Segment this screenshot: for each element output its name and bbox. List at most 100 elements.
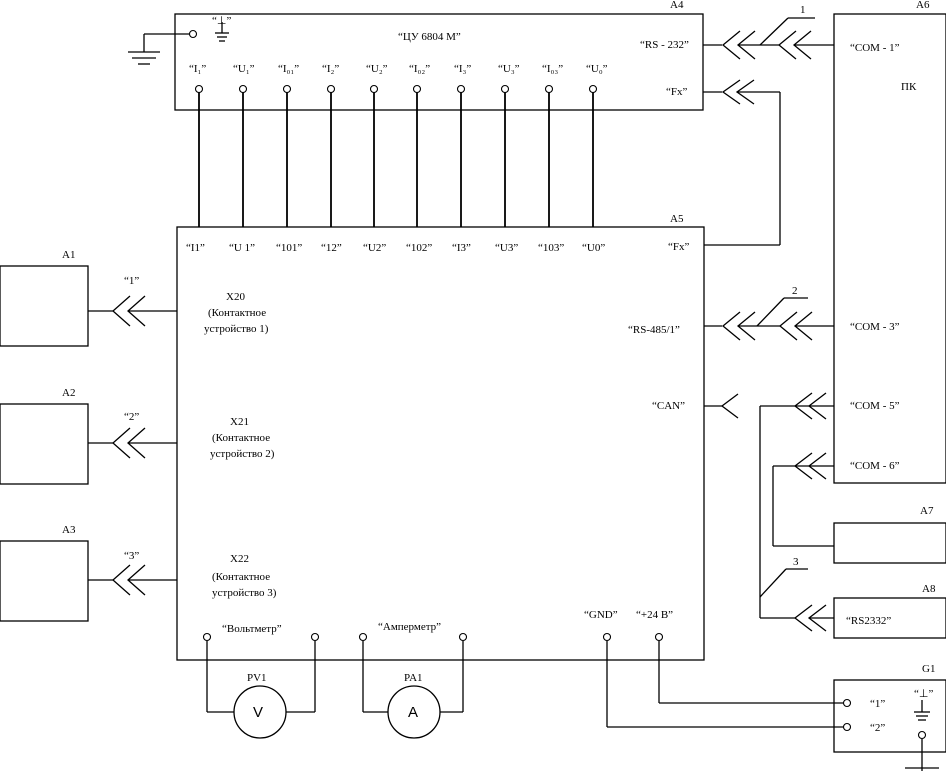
- a5-gnd-label: “GND”: [584, 609, 618, 621]
- block-a5: A5 “Fx” “RS-485/1” “CAN” “GND” “+24 В” “…: [176, 213, 705, 661]
- block-a1-designator: A1: [62, 249, 75, 261]
- a4-channel-label: “I₁”: [189, 63, 206, 75]
- x20-connector-label: X20: [226, 291, 245, 303]
- a4-ground-terminal: [188, 29, 198, 39]
- block-a8-label: “RS2332”: [846, 615, 891, 627]
- x21-connector-label: устройство 2): [210, 448, 275, 460]
- pa1-designator: PA1: [404, 672, 423, 684]
- ammeter-symbol: [387, 685, 441, 739]
- x20-connector-label: устройство 1): [204, 323, 269, 335]
- ammeter-pa1: A PA1: [362, 641, 464, 739]
- block-a4-frame: [174, 13, 704, 111]
- a5-channel-label: “U2”: [363, 242, 386, 254]
- g1-ground-label: “⊥”: [914, 688, 933, 700]
- a6-com3-label: “COM - 3”: [850, 321, 900, 333]
- a5-rs485-port-label: “RS-485/1”: [628, 324, 680, 336]
- block-a5-designator: A5: [670, 213, 684, 225]
- block-a8-frame: [833, 597, 946, 639]
- a5-channel-label: “I1”: [186, 242, 205, 254]
- a5-channel-label: “12”: [321, 242, 342, 254]
- block-a4-designator: A4: [670, 0, 684, 11]
- block-a6: А6 ПК “COM - 1” “COM - 3” “COM - 5” “COM…: [833, 0, 946, 484]
- a1-port-label: “1”: [124, 275, 139, 287]
- a4-ground-symbol: [215, 22, 229, 42]
- fx-link: [703, 79, 781, 246]
- cable-1-rs232: 1: [703, 4, 834, 60]
- com6-link: [772, 452, 834, 547]
- cable-3-label: 3: [793, 556, 799, 568]
- g1-terminal-1: [842, 698, 852, 708]
- block-a7-designator: A7: [920, 505, 934, 517]
- a6-com5-label: “COM - 5”: [850, 400, 900, 412]
- a4-ground-label: “⊥”: [212, 15, 231, 27]
- ammeter-symbol-letter: A: [408, 704, 418, 721]
- g1-terminal-2: [842, 722, 852, 732]
- a4-channel-label: “I₀₂”: [409, 63, 430, 75]
- plus24-terminal: [654, 632, 664, 642]
- x22-connector-label: (Контактное: [212, 571, 270, 583]
- voltmeter-symbol-letter: V: [253, 704, 263, 721]
- g1-ground-terminal: [917, 730, 927, 740]
- a5-ammeter-label: “Амперметр”: [378, 621, 441, 633]
- a5-channel-label: “U0”: [582, 242, 605, 254]
- g1-terminal-2-label: “2”: [870, 722, 885, 734]
- block-a7: A7: [833, 505, 946, 564]
- channel-bus: [194, 84, 598, 227]
- ammeter-terminal-right: [458, 632, 468, 642]
- voltmeter-pv1: V PV1: [206, 641, 316, 739]
- x20-connector-label: (Контактное: [208, 307, 266, 319]
- block-a3-designator: A3: [62, 524, 76, 536]
- block-a8-designator: A8: [922, 583, 936, 595]
- block-a1-frame: [0, 265, 89, 347]
- block-a6-designator: А6: [916, 0, 930, 11]
- voltmeter-terminal-left: [202, 632, 212, 642]
- block-a2: A2 “2”: [0, 387, 177, 485]
- a4-fx-port-label: “Fx”: [666, 86, 688, 98]
- a5-channel-label: “U3”: [495, 242, 518, 254]
- voltmeter-symbol: [233, 685, 287, 739]
- x22-connector-label: устройство 3): [212, 587, 277, 599]
- a6-com6-label: “COM - 6”: [850, 460, 900, 472]
- a4-channel-label: “U₁”: [233, 63, 255, 75]
- a4-channel-label: “U₃”: [498, 63, 520, 75]
- block-a4: A4 “ЦУ 6804 М” “RS - 232” “Fx” “⊥”: [174, 0, 704, 111]
- a5-can-port-label: “CAN”: [652, 400, 685, 412]
- com5-link: [759, 392, 834, 619]
- a6-com1-label: “COM - 1”: [850, 42, 900, 54]
- a4-channel-label: “U₀”: [586, 63, 608, 75]
- block-a4-title: “ЦУ 6804 М”: [398, 31, 461, 43]
- a4-terminal: [282, 84, 292, 94]
- power-wires: [606, 641, 843, 728]
- block-a1: A1 “1”: [0, 249, 177, 347]
- a5-channel-label: “I3”: [452, 242, 471, 254]
- a4-terminal: [238, 84, 248, 94]
- x22-connector-label: X22: [230, 553, 249, 565]
- cable-2-label: 2: [792, 285, 798, 297]
- a5-channel-label: “101”: [276, 242, 302, 254]
- ammeter-terminal-left: [358, 632, 368, 642]
- a3-port-label: “3”: [124, 550, 139, 562]
- block-a2-designator: A2: [62, 387, 75, 399]
- cable-2-rs485: 2: [704, 285, 834, 341]
- g1-terminal-1-label: “1”: [870, 698, 885, 710]
- a5-voltmeter-label: “Вольтметр”: [222, 623, 282, 635]
- block-a8: A8 “RS2332”: [793, 583, 946, 639]
- block-a7-frame: [833, 522, 946, 564]
- voltmeter-terminal-right: [310, 632, 320, 642]
- can-connector: [704, 393, 739, 419]
- g1-ground-symbol: [914, 700, 930, 721]
- a4-channel-label: “I₀₃”: [542, 63, 563, 75]
- cable-1-label: 1: [800, 4, 806, 16]
- a4-terminal: [588, 84, 598, 94]
- block-a6-frame: [833, 13, 946, 484]
- x21-connector-label: (Контактное: [212, 432, 270, 444]
- a4-terminal: [369, 84, 379, 94]
- a4-terminal: [544, 84, 554, 94]
- cable-3: 3: [759, 556, 808, 598]
- block-a3: A3 “3”: [0, 524, 177, 622]
- a4-terminal: [194, 84, 204, 94]
- block-g1: G1 “1” “2” “⊥”: [833, 663, 946, 771]
- a5-plus24-label: “+24 В”: [636, 609, 673, 621]
- a2-port-label: “2”: [124, 411, 139, 423]
